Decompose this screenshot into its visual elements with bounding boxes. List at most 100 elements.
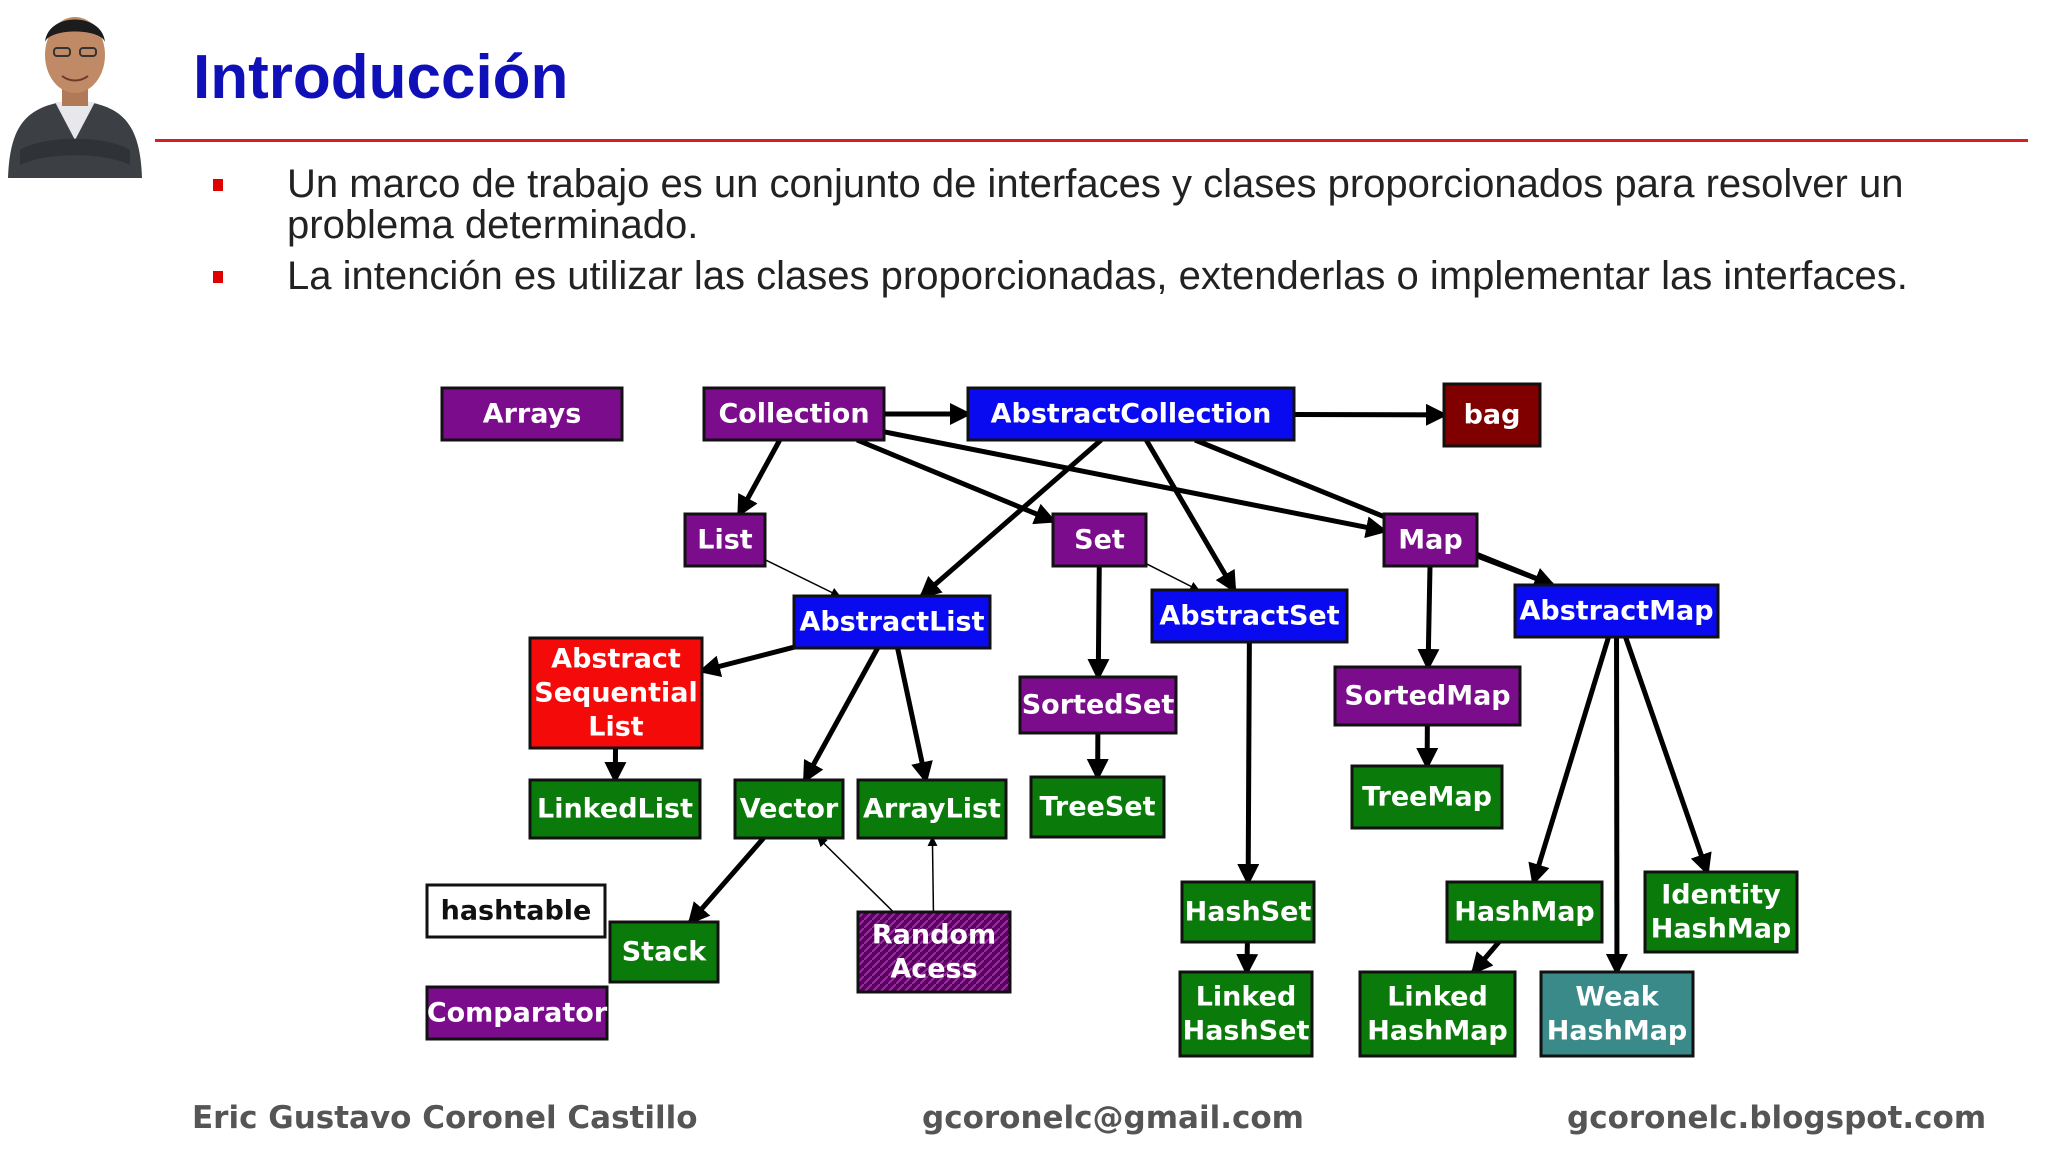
node-box	[1333, 665, 1522, 727]
node-map: Map	[1382, 512, 1479, 568]
node-label: hashtable	[441, 896, 592, 927]
node-box	[528, 778, 702, 840]
node-box	[1643, 870, 1799, 954]
edge-abstractmap-to-hashmap	[1528, 636, 1611, 886]
node-hashset: HashSet	[1180, 880, 1316, 944]
node-set: Set	[1051, 512, 1148, 568]
node-treemap: TreeMap	[1350, 764, 1504, 830]
node-collection: Collection	[702, 386, 886, 442]
node-box	[608, 920, 720, 984]
node-label: Abstract	[551, 644, 681, 675]
node-label: Vector	[740, 794, 839, 825]
node-linkedlist: LinkedList	[528, 778, 702, 840]
node-label: AbstractSet	[1159, 601, 1339, 632]
node-label: SortedMap	[1344, 681, 1510, 712]
node-label: AbstractMap	[1519, 596, 1713, 627]
node-treeset: TreeSet	[1029, 775, 1166, 839]
node-abstractcollection: AbstractCollection	[966, 386, 1296, 442]
edge-vector-to-stack	[687, 836, 766, 926]
edge-collection-to-map	[883, 429, 1388, 539]
node-box	[1150, 588, 1349, 644]
edge-abstractcollection-to-abstractlist	[918, 438, 1103, 599]
node-label: Sequential	[534, 678, 697, 709]
slide-title: Introducción	[193, 43, 569, 112]
node-abstractset: AbstractSet	[1150, 588, 1349, 644]
node-label: ArrayList	[863, 794, 1001, 825]
edge-map-to-abstractmap	[1476, 557, 1551, 587]
edge-randomaccess-to-vector	[816, 836, 894, 913]
node-label: HashSet	[1183, 1016, 1310, 1047]
edge-randomaccess-to-arraylist	[927, 836, 938, 913]
node-label: List	[697, 525, 753, 556]
node-label: AbstractCollection	[991, 399, 1272, 430]
bullet-marker-icon	[213, 271, 223, 283]
node-label: Linked	[1387, 982, 1488, 1013]
node-label: HashMap	[1547, 1016, 1688, 1047]
edge-abstractlist-to-vector	[802, 646, 880, 784]
node-box	[792, 594, 992, 650]
node-label: TreeMap	[1362, 782, 1492, 813]
edge-abstractset-to-hashset	[1237, 641, 1260, 886]
node-box	[1178, 970, 1314, 1058]
node-bag: bag	[1442, 382, 1542, 448]
node-hashmap: HashMap	[1445, 880, 1604, 944]
node-list: List	[683, 512, 767, 568]
node-label: Set	[1074, 525, 1125, 556]
node-label: Stack	[622, 937, 708, 968]
node-box	[1029, 775, 1166, 839]
node-label: Collection	[718, 399, 869, 430]
node-box	[683, 512, 767, 568]
node-box	[1539, 970, 1695, 1058]
node-label: bag	[1464, 400, 1521, 431]
edge-set-to-abstractset	[1145, 562, 1200, 591]
node-box	[1442, 382, 1542, 448]
edge-map-to-sortedmap	[1417, 565, 1440, 671]
node-arrays: Arrays	[440, 386, 624, 442]
edge-hashset-to-linkedhashset	[1236, 941, 1259, 976]
node-box	[528, 636, 704, 750]
bullet-text: Un marco de trabajo es un conjunto de in…	[287, 162, 1904, 247]
bullet-item: Un marco de trabajo es un conjunto de in…	[210, 164, 2010, 246]
node-box	[702, 386, 886, 442]
bullet-text: La intención es utilizar las clases prop…	[287, 254, 1908, 298]
node-box	[1018, 675, 1178, 735]
node-box	[1180, 880, 1316, 944]
node-box	[856, 778, 1008, 840]
node-stack: Stack	[608, 920, 720, 984]
bullet-list: Un marco de trabajo es un conjunto de in…	[210, 164, 2010, 307]
node-label: TreeSet	[1039, 792, 1155, 823]
node-vector: Vector	[733, 778, 845, 840]
node-comparator: Comparator	[425, 985, 609, 1041]
node-label: Weak	[1575, 982, 1659, 1013]
node-box	[1513, 583, 1720, 639]
bullet-item: La intención es utilizar las clases prop…	[210, 256, 2010, 297]
edge-abstractcollection-to-abstractset	[1144, 438, 1237, 594]
node-label: AbstractList	[799, 607, 984, 638]
node-label: Map	[1398, 525, 1462, 556]
footer-email: gcoronelc@gmail.com	[922, 1100, 1304, 1136]
node-box	[425, 883, 607, 939]
node-box	[440, 386, 624, 442]
edge-set-to-sortedset	[1087, 565, 1110, 681]
node-abstractlist: AbstractList	[792, 594, 992, 650]
presenter-photo	[0, 0, 150, 178]
node-label: Arrays	[483, 399, 582, 430]
node-label: HashMap	[1454, 897, 1595, 928]
node-box	[1382, 512, 1479, 568]
node-box	[1051, 512, 1148, 568]
slide-footer: Eric Gustavo Coronel Castillo gcoronelc@…	[0, 1100, 2048, 1140]
bullet-marker-icon	[213, 179, 223, 191]
title-divider	[155, 139, 2028, 142]
edge-layer	[604, 403, 1712, 976]
node-label: HashMap	[1367, 1016, 1508, 1047]
node-box	[425, 985, 609, 1041]
node-box	[1445, 880, 1604, 944]
node-label: HashSet	[1185, 897, 1312, 928]
footer-blog: gcoronelc.blogspot.com	[1567, 1100, 1987, 1136]
